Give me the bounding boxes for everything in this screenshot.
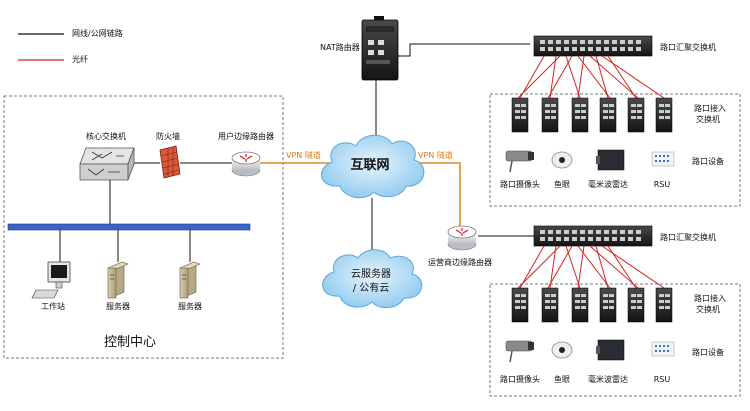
vpn-tunnel-left-label: VPN 隧道 — [286, 151, 321, 160]
control-center-title: 控制中心 — [103, 335, 157, 350]
fisheye-icon-bottom — [551, 341, 573, 359]
access-switch-icon — [571, 287, 589, 323]
server-icon-2 — [179, 261, 201, 299]
control-center-panel — [3, 95, 284, 359]
radar-icon-bottom — [596, 339, 625, 361]
access-switch-icon — [599, 287, 617, 323]
ethernet-bus — [7, 223, 251, 231]
radar-top-label: 毫米波雷达 — [588, 180, 628, 189]
vpn-tunnel-right-label: VPN 隧道 — [418, 151, 453, 160]
aggregation-switch-bottom-icon — [533, 225, 653, 247]
rsu-top-label: RSU — [653, 180, 671, 189]
nat-router-label: NAT路由器 — [320, 43, 360, 52]
access-switch-icon — [511, 287, 529, 323]
firewall-icon — [159, 145, 181, 179]
access-switch-icon — [571, 97, 589, 133]
rsu-icon-bottom — [651, 341, 675, 357]
fisheye-top-label: 鱼眼 — [554, 180, 570, 189]
internet-cloud — [321, 134, 425, 199]
access-switch-icon — [655, 97, 673, 133]
access-switch-bottom-label-2: 交换机 — [696, 305, 720, 314]
access-switch-icon — [541, 97, 559, 133]
rsu-bottom-label: RSU — [653, 375, 671, 384]
user-edge-router-label: 用户边缘路由器 — [218, 132, 274, 141]
workstation-label: 工作站 — [41, 302, 65, 311]
site-bottom-panel — [489, 283, 741, 397]
legend-ethernet-label: 网线/公网链路 — [72, 29, 123, 38]
access-switch-top-label-1: 路口接入 — [694, 104, 726, 113]
camera-icon-top — [505, 150, 534, 173]
internet-label: 互联网 — [350, 158, 390, 173]
control-center-links — [59, 162, 232, 262]
access-switch-icon — [599, 97, 617, 133]
radar-bottom-label: 毫米波雷达 — [588, 375, 628, 384]
cloud-server-label-1: 云服务器 — [351, 269, 391, 280]
camera-bottom-label: 路口摄像头 — [500, 375, 540, 384]
aggregation-switch-top-label: 路口汇聚交换机 — [660, 43, 716, 52]
access-switch-icon — [627, 97, 645, 133]
camera-top-label: 路口摄像头 — [500, 180, 540, 189]
access-switch-icon — [511, 97, 529, 133]
aggregation-switch-top-icon — [533, 35, 653, 57]
cloud-server-label-2: / 公有云 — [352, 283, 390, 294]
radar-icon-top — [596, 149, 625, 171]
access-switches-top — [511, 97, 673, 133]
devices-bottom-label: 路口设备 — [692, 348, 724, 357]
access-switch-top-label-2: 交换机 — [696, 115, 720, 124]
access-switch-icon — [655, 287, 673, 323]
access-switch-bottom-label-1: 路口接入 — [694, 294, 726, 303]
access-switch-icon — [627, 287, 645, 323]
site-top-panel — [489, 93, 741, 207]
nat-router-icon — [361, 16, 399, 81]
core-switch-label: 核心交换机 — [86, 132, 126, 141]
internet-links — [371, 43, 535, 252]
workstation-icon — [31, 261, 71, 299]
firewall-label: 防火墙 — [156, 132, 180, 141]
access-switch-icon — [541, 287, 559, 323]
server-label-1: 服务器 — [106, 302, 130, 311]
server-label-2: 服务器 — [178, 302, 202, 311]
devices-top-label: 路口设备 — [692, 157, 724, 166]
legend-fiber-label: 光纤 — [72, 55, 88, 64]
server-icon-1 — [107, 261, 129, 299]
fiber-links-top — [517, 55, 665, 99]
fisheye-icon-top — [551, 151, 573, 169]
camera-icon-bottom — [505, 340, 534, 363]
rsu-icon-top — [651, 151, 675, 167]
carrier-edge-router-label: 运营商边缘路由器 — [428, 258, 492, 267]
fisheye-bottom-label: 鱼眼 — [554, 375, 570, 384]
core-switch-icon — [79, 147, 135, 181]
aggregation-switch-bottom-label: 路口汇聚交换机 — [660, 233, 716, 242]
access-switches-bottom — [511, 287, 673, 323]
carrier-edge-router-icon — [447, 225, 477, 251]
cloud-server-cloud — [322, 249, 423, 308]
legend — [18, 33, 64, 61]
fiber-links-bottom — [517, 245, 665, 289]
vpn-tunnels — [260, 162, 461, 226]
user-edge-router-icon — [231, 151, 261, 177]
